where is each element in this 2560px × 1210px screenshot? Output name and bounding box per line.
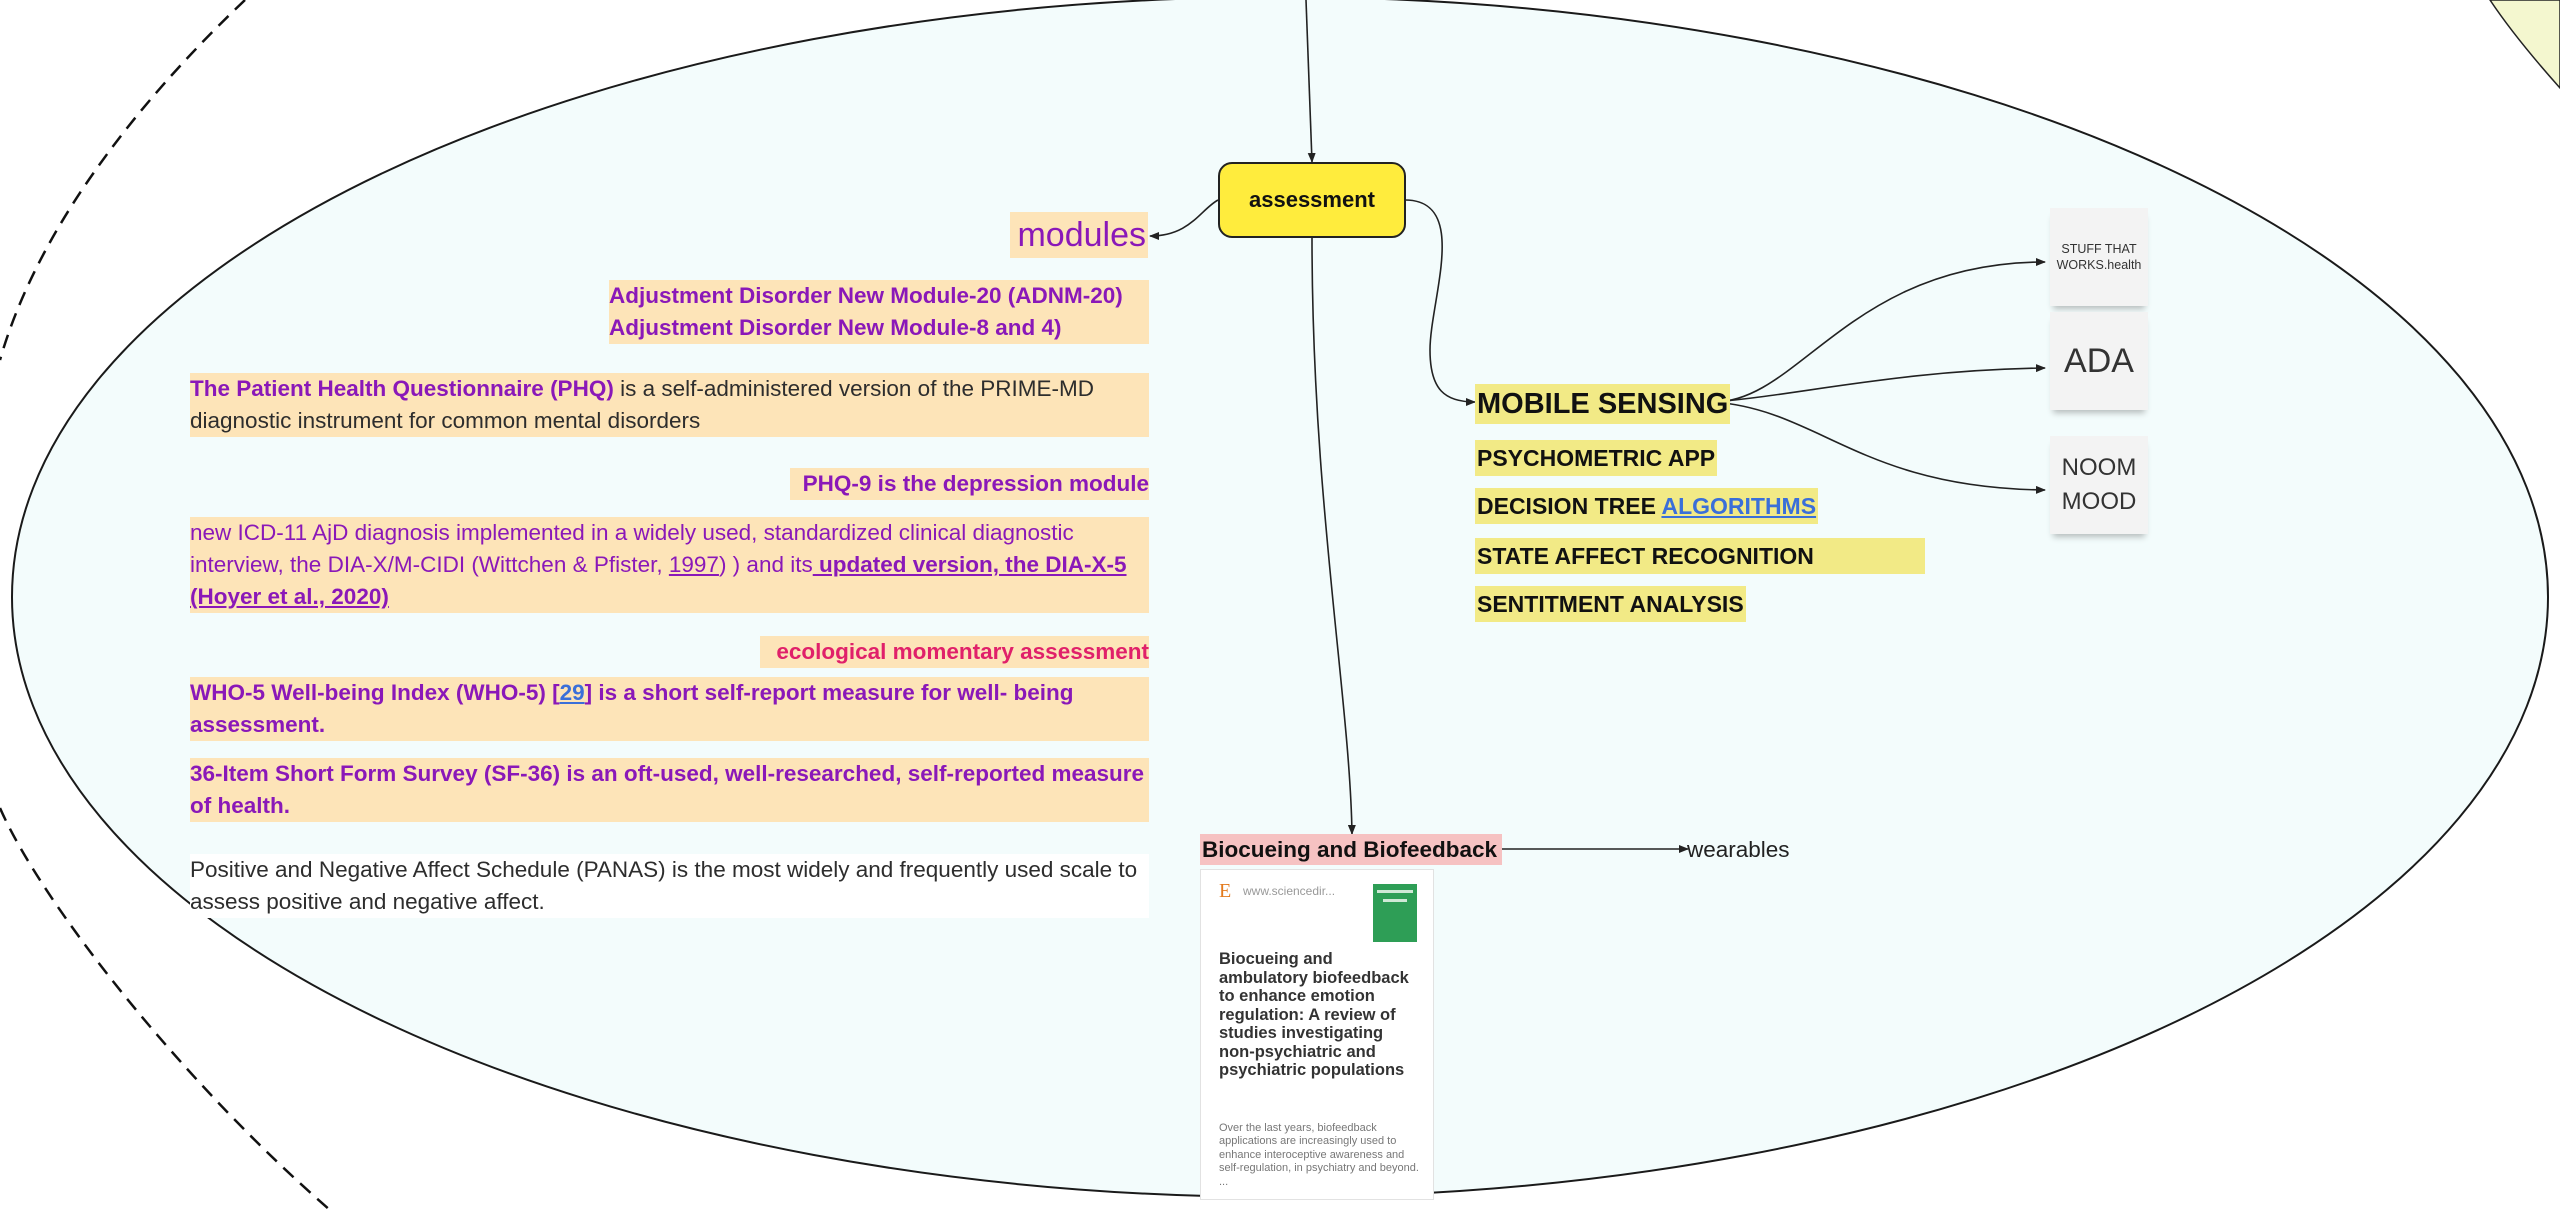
mobile-sensing-text: MOBILE SENSING: [1477, 388, 1729, 420]
state-affect-text: STATE AFFECT RECOGNITION: [1477, 543, 1814, 569]
phq9-block[interactable]: PHQ-9 is the depression module: [790, 468, 1149, 500]
edge-mobile-to-stuff: [1713, 258, 2046, 403]
mobile-sensing-heading[interactable]: MOBILE SENSING: [1475, 384, 1731, 424]
who5-block[interactable]: WHO-5 Well-being Index (WHO-5) [29] is a…: [190, 677, 1149, 741]
wearables-text: wearables: [1687, 837, 1790, 862]
adnm-block[interactable]: Adjustment Disorder New Module-20 (ADNM-…: [609, 280, 1149, 344]
ema-block[interactable]: ecological momentary assessment: [760, 636, 1149, 668]
who5-text-a: WHO-5 Well-being Index (WHO-5) [: [190, 680, 560, 705]
sentiment-analysis-text: SENTITMENT ANALYSIS: [1477, 591, 1744, 617]
phq-name: The Patient Health Questionnaire (PHQ): [190, 376, 614, 401]
who5-text-b: ] is a short self-report measure for wel…: [190, 680, 1074, 737]
state-affect-item[interactable]: STATE AFFECT RECOGNITION: [1475, 538, 1925, 574]
sticky-stuff-that-works[interactable]: STUFF THAT WORKS.health: [2050, 208, 2148, 306]
sticky-noom-mood[interactable]: NOOM MOOD: [2050, 436, 2148, 534]
elsevier-logo: E: [1219, 880, 1231, 903]
biocue-heading-text: Biocueing and Biofeedback: [1202, 837, 1498, 862]
psychometric-app-text: PSYCHOMETRIC APP: [1477, 445, 1716, 471]
sentiment-analysis-item[interactable]: SENTITMENT ANALYSIS: [1475, 586, 1746, 622]
modules-heading-text: modules: [1017, 216, 1146, 254]
card-snippet-text: Over the last years, biofeedback applica…: [1219, 1122, 1419, 1188]
article-link-card[interactable]: E www.sciencedir... Biocueing and ambula…: [1200, 869, 1434, 1200]
icd-block[interactable]: new ICD-11 AjD diagnosis implemented in …: [190, 517, 1149, 613]
modules-heading[interactable]: modules: [1010, 212, 1148, 258]
sticky-stuff-that-works-text: STUFF THAT WORKS.health: [2056, 242, 2142, 272]
top-right-circle-edge: [2489, 0, 2560, 90]
sf36-text: 36-Item Short Form Survey (SF-36) is an …: [190, 761, 1145, 818]
panas-block[interactable]: Positive and Negative Affect Schedule (P…: [190, 854, 1149, 918]
biocue-heading[interactable]: Biocueing and Biofeedback: [1200, 834, 1502, 865]
wearables-label[interactable]: wearables: [1687, 834, 1790, 865]
edge-assessment-to-modules: [1149, 199, 1219, 240]
sticky-ada-text: ADA: [2064, 341, 2134, 380]
edge-assessment-to-mobile: [1404, 199, 1476, 406]
assessment-label: assessment: [1249, 187, 1375, 212]
dia-x5-link[interactable]: updated version, the DIA-X-5 (Hoyer et a…: [190, 552, 1127, 609]
sticky-noom-mood-text: NOOM MOOD: [2061, 454, 2137, 515]
edge-mobile-to-noom: [1713, 401, 2046, 494]
adnm-line-1: Adjustment Disorder New Module-20 (ADNM-…: [609, 283, 1123, 308]
lower-dashed-arc: [0, 807, 331, 1210]
edge-root-to-assessment: [1305, 0, 1316, 163]
icd-year-link[interactable]: 1997: [668, 552, 719, 577]
decision-tree-text: DECISION TREE: [1477, 493, 1662, 519]
edge-mobile-to-ada: [1713, 364, 2046, 403]
sticky-ada[interactable]: ADA: [2050, 312, 2148, 410]
psychometric-app-item[interactable]: PSYCHOMETRIC APP: [1475, 440, 1718, 476]
sf36-block[interactable]: 36-Item Short Form Survey (SF-36) is an …: [190, 758, 1149, 822]
phq9-text: PHQ-9 is the depression module: [802, 471, 1149, 496]
left-dashed-arc: [0, 0, 246, 361]
card-title[interactable]: Biocueing and ambulatory biofeedback to …: [1219, 950, 1419, 1080]
icd-text: new ICD-11 AjD diagnosis implemented in …: [190, 520, 1074, 577]
card-title-text: Biocueing and ambulatory biofeedback to …: [1219, 950, 1409, 1079]
adnm-line-2: Adjustment Disorder New Module-8 and 4): [609, 315, 1062, 340]
panas-text: Positive and Negative Affect Schedule (P…: [190, 857, 1138, 914]
edge-assessment-to-biocue: [1311, 237, 1356, 835]
ema-text: ecological momentary assessment: [776, 639, 1149, 664]
decision-tree-item[interactable]: DECISION TREE ALGORITHMS: [1475, 488, 1819, 524]
phq-description: is a self-administered version of the PR…: [190, 376, 1094, 433]
card-source-text: www.sciencedir...: [1243, 884, 1336, 898]
card-source: www.sciencedir...: [1243, 884, 1335, 898]
who5-ref-link[interactable]: 29: [559, 680, 585, 705]
elsevier-logo-text: E: [1219, 880, 1232, 902]
assessment-node[interactable]: assessment: [1218, 162, 1406, 238]
icd-mid: ) ) and its: [718, 552, 813, 577]
card-snippet: Over the last years, biofeedback applica…: [1219, 1122, 1423, 1189]
algorithms-link[interactable]: ALGORITHMS: [1661, 493, 1817, 519]
journal-cover-thumbnail: [1373, 884, 1417, 942]
phq-block[interactable]: The Patient Health Questionnaire (PHQ) i…: [190, 373, 1149, 437]
